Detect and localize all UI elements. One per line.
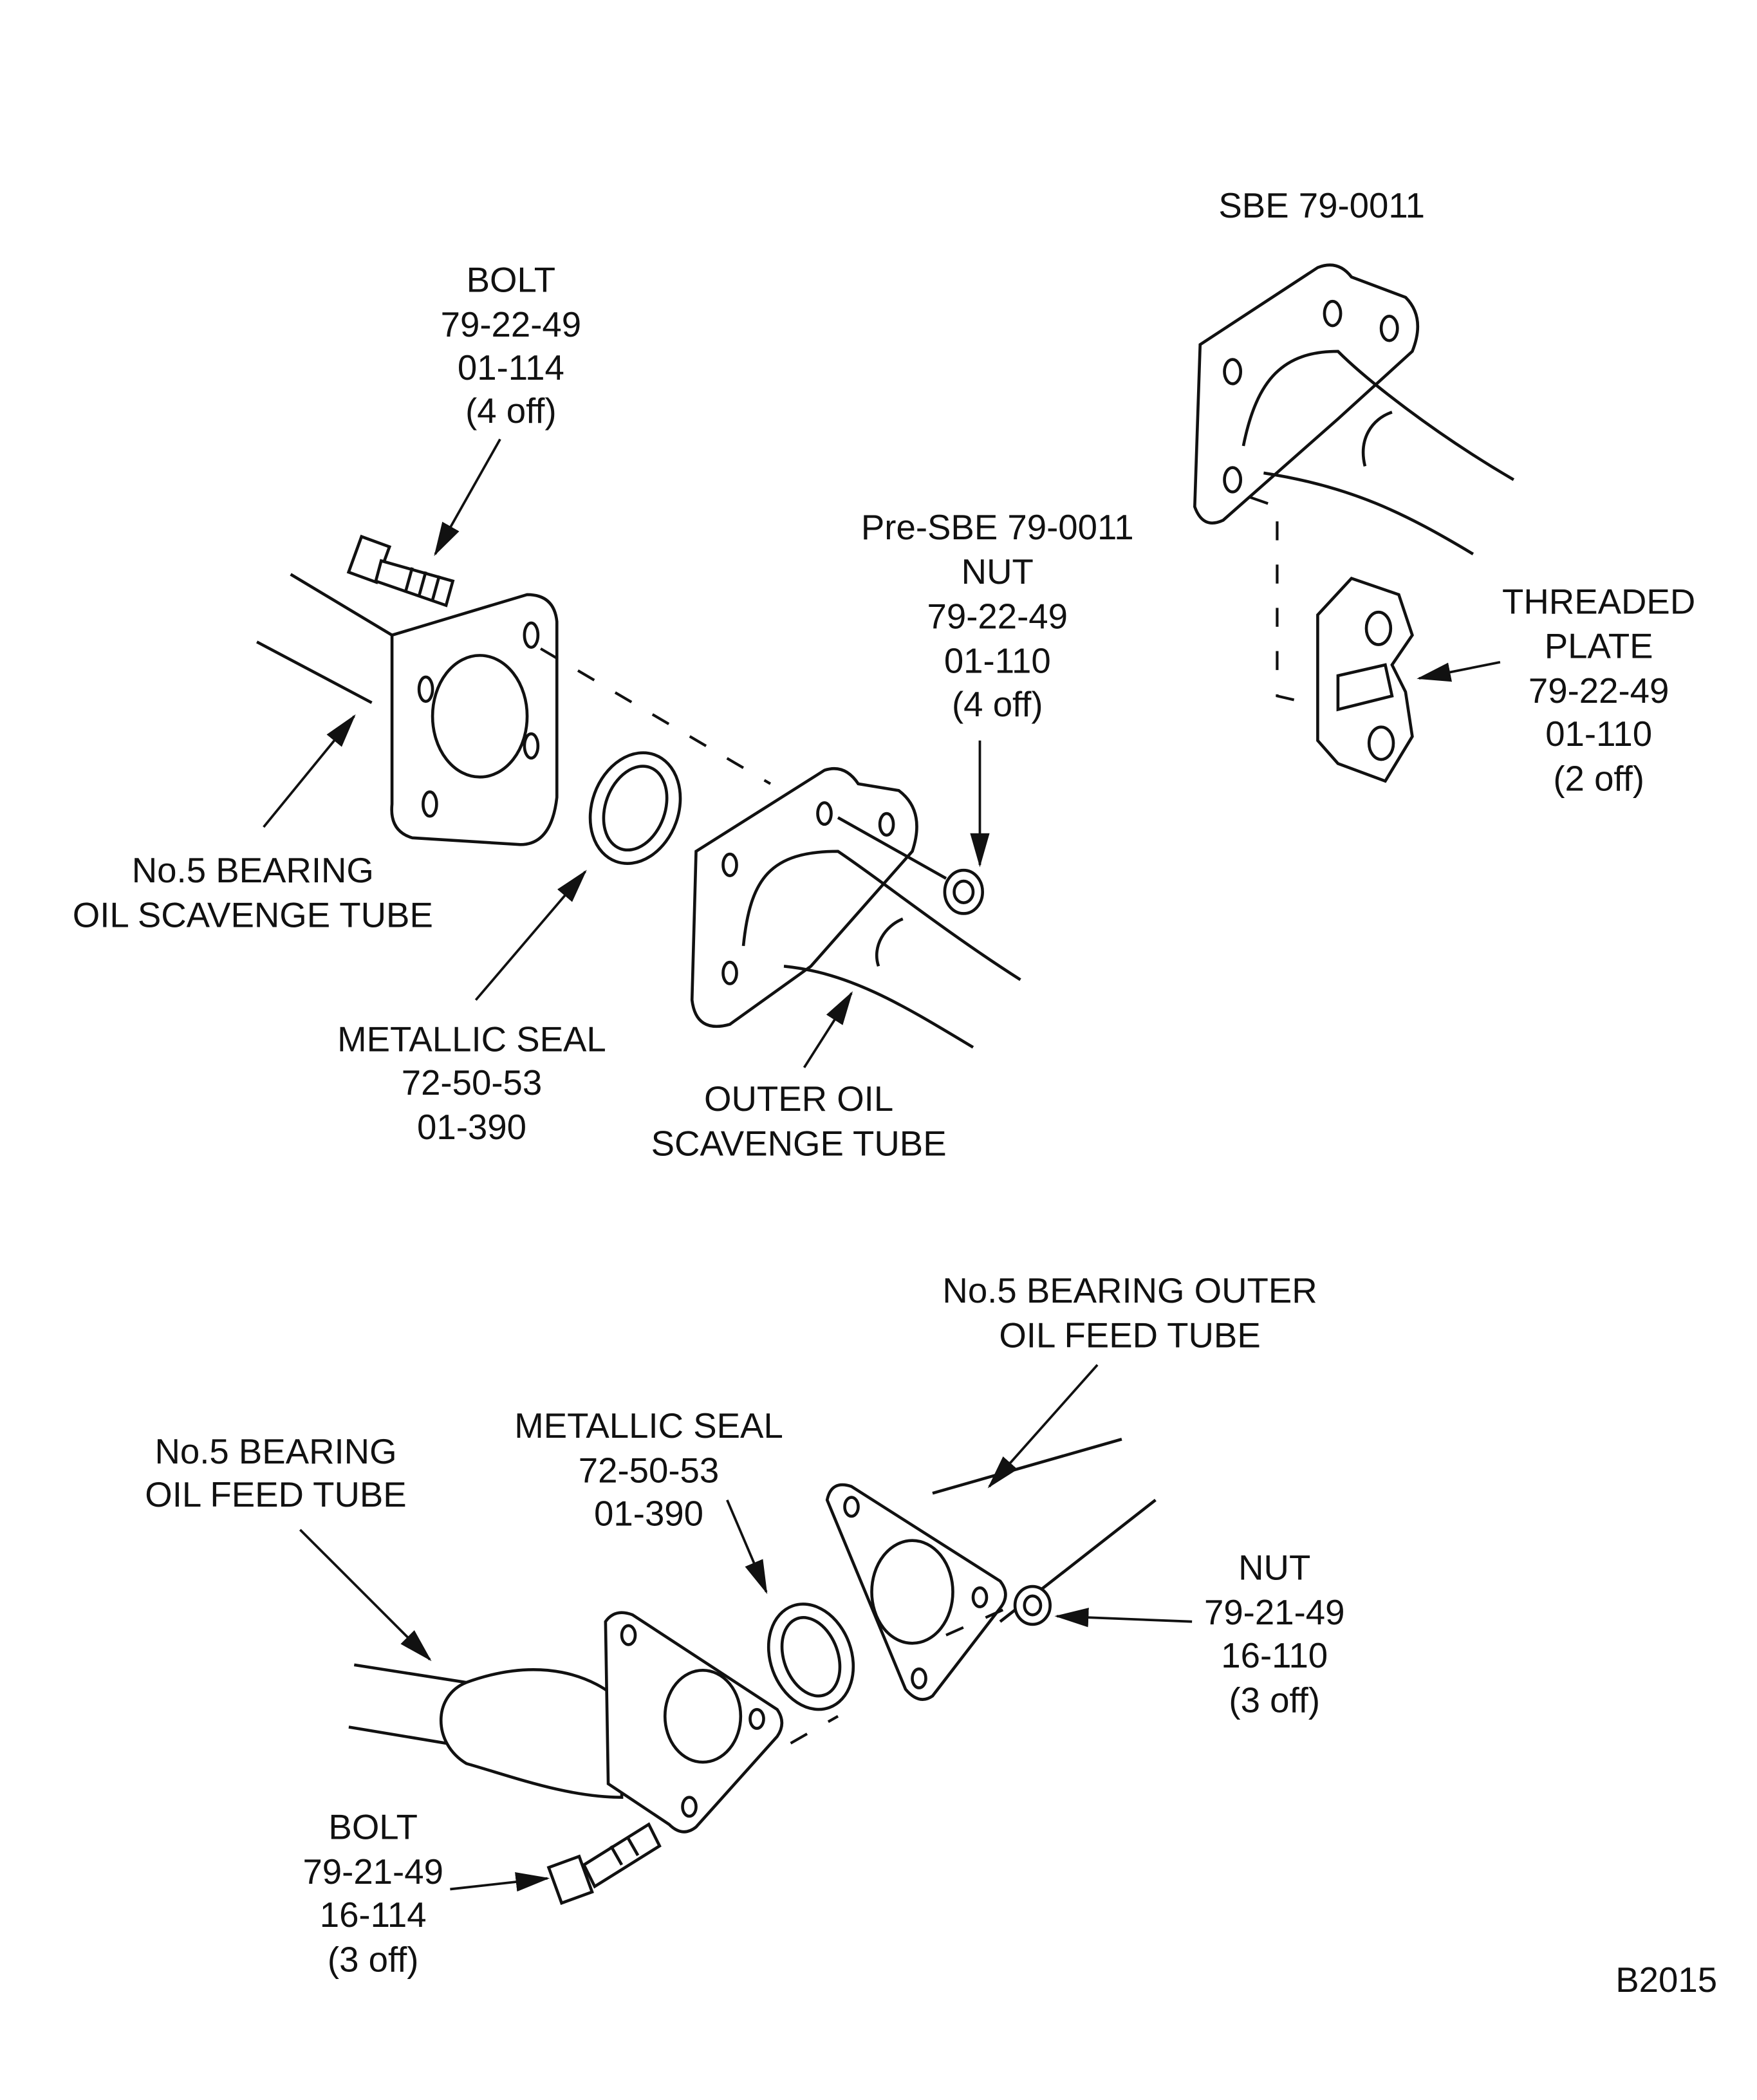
arrow-seal-top [474,869,587,1001]
arrow-feed-tube [299,1529,432,1662]
figure-id: B2015 [1615,1960,1717,2000]
label-line: 01-114 [458,348,564,387]
metallic-seal-bottom-drawing [767,1603,855,1711]
label-line: (4 off) [952,685,1043,724]
label-line: BOLT [467,261,556,300]
label-line: (3 off) [328,1940,419,1980]
label-line: 01-390 [594,1494,703,1534]
bolt-bottom-drawing [546,1822,662,1905]
arrow-threaded-plate [1417,661,1501,682]
label-line: OIL FEED TUBE [145,1475,406,1514]
label-line: 79-21-49 [302,1852,443,1891]
label-line: PLATE [1545,627,1653,666]
outer-scavenge-tube-drawing [690,767,1021,1049]
alignment-line-bottom [790,1606,1008,1745]
label-line: 16-110 [1221,1636,1328,1675]
arrow-scavenge-tube [263,714,356,828]
metallic-seal-top-drawing [588,751,682,865]
arrow-nut-bottom [1054,1608,1193,1628]
nut-top-drawing [943,868,984,915]
label-line: METALLIC SEAL [337,1020,606,1059]
label-line: OUTER OIL [704,1079,893,1119]
label-line: 72-50-53 [579,1451,719,1490]
label-line: 16-114 [320,1895,427,1935]
label-line: (2 off) [1553,759,1644,798]
bolt-top-label: BOLT 79-22-49 01-114 (4 off) [441,261,581,431]
label-line: 79-22-49 [1529,671,1669,711]
label-line: (4 off) [465,391,557,431]
label-line: No.5 BEARING [132,851,374,890]
bolt-bottom-label: BOLT 79-21-49 16-114 (3 off) [302,1808,443,1980]
scavenge-tube-label: No.5 BEARING OIL SCAVENGE TUBE [73,851,433,934]
arrow-bolt-bottom [450,1872,550,1892]
outer-feed-tube-label: No.5 BEARING OUTER OIL FEED TUBE [942,1271,1317,1355]
outer-feed-tube-drawing [825,1438,1157,1701]
feed-tube-drawing [348,1611,784,1834]
label-line: OIL FEED TUBE [999,1315,1260,1355]
threaded-plate-drawing [1316,577,1414,783]
label-line: 01-110 [1545,714,1652,754]
label-line: No.5 BEARING [154,1432,396,1471]
label-line: NUT [962,552,1034,591]
arrow-outer-scavenge-tube [803,991,853,1068]
threaded-plate-label: THREADED PLATE 79-22-49 01-110 (2 off) [1502,582,1695,798]
label-line: SCAVENGE TUBE [651,1124,947,1163]
seal-top-label: METALLIC SEAL 72-50-53 01-390 [337,1020,606,1147]
label-line: METALLIC SEAL [514,1406,783,1445]
sbe-label: SBE 79-0011 [1218,186,1425,225]
label-line: 01-110 [944,642,1051,681]
outer-scavenge-tube-label: OUTER OIL SCAVENGE TUBE [651,1079,947,1163]
label-line: 72-50-53 [402,1063,542,1102]
nut-bottom-label: NUT 79-21-49 16-110 (3 off) [1204,1548,1344,1720]
bolt-top-drawing [346,534,455,608]
arrow-seal-bottom [726,1499,768,1594]
label-line: THREADED [1502,582,1695,621]
label-line: (3 off) [1229,1680,1320,1720]
sbe-outer-scavenge-tube-drawing [1193,263,1515,707]
label-line: 79-22-49 [441,305,581,344]
label-line: 79-22-49 [927,597,1068,636]
label-line: 01-390 [417,1108,526,1147]
label-line: 79-21-49 [1204,1593,1344,1632]
nut-bottom-drawing [1013,1584,1052,1626]
label-line: BOLT [328,1808,417,1847]
arrow-bolt-top [434,438,501,557]
label-line: NUT [1238,1548,1310,1588]
scavenge-tube-flange-drawing [256,573,772,846]
label-line: OIL SCAVENGE TUBE [73,895,433,934]
feed-tube-label: No.5 BEARING OIL FEED TUBE [145,1432,406,1514]
label-line: No.5 BEARING OUTER [942,1271,1317,1310]
nut-top-label: Pre-SBE 79-0011 NUT 79-22-49 01-110 (4 o… [861,508,1134,724]
seal-bottom-label: METALLIC SEAL 72-50-53 01-390 [514,1406,783,1533]
arrow-outer-feed-tube [987,1364,1099,1489]
label-line: Pre-SBE 79-0011 [861,508,1134,547]
